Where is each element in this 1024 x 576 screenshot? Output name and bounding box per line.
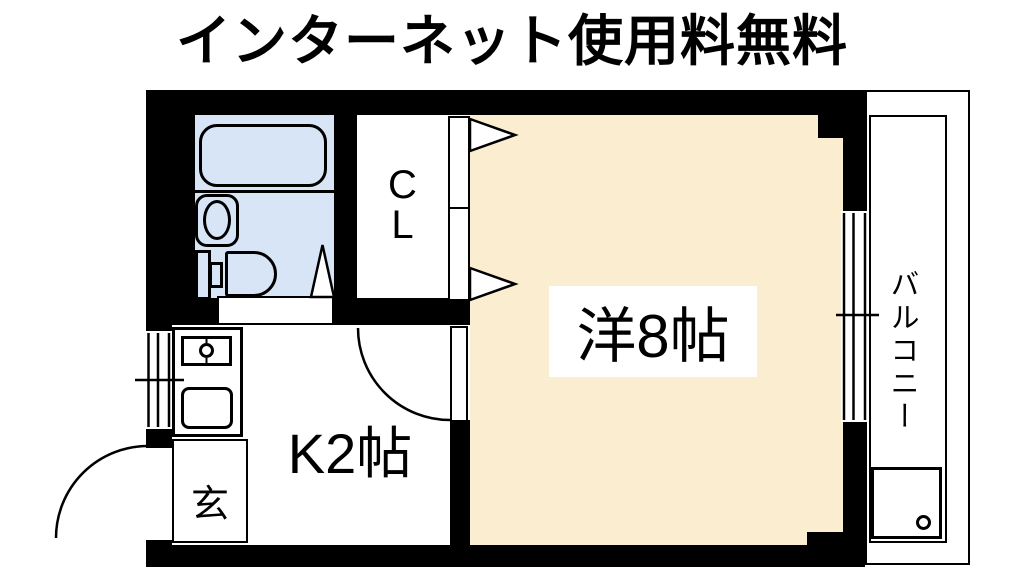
wall-notch-bottom-right [807, 532, 843, 545]
wall-top [146, 90, 865, 115]
wall-right-lower [843, 420, 865, 567]
kitchen-door-leaf [450, 326, 468, 422]
burner-circle [199, 343, 214, 358]
entrance-door-opening [144, 448, 172, 540]
label-entrance: 玄 [190, 483, 229, 526]
wall-bottom [146, 545, 865, 567]
label-kitchen: K2帖 [287, 421, 413, 485]
wall-bath-closet [334, 115, 357, 298]
washbasin-counter [195, 194, 239, 247]
entrance-genkan-box [172, 439, 248, 543]
entrance-door-swing-arc [54, 444, 149, 539]
bathroom-divider-line [195, 190, 334, 193]
page-title: インターネット使用料無料 [175, 10, 848, 72]
bathtub [199, 124, 327, 187]
label-balcony: バルコニー [886, 268, 918, 434]
closet-door-panels [448, 116, 470, 301]
wall-kitchen-room [450, 420, 470, 545]
label-closet: C L [388, 163, 417, 247]
toilet-flush [209, 262, 223, 288]
wall-left-upper [146, 90, 195, 325]
window-right-opening [841, 211, 869, 422]
toilet-bowl [225, 251, 277, 297]
washing-machine-pan [871, 467, 942, 539]
label-western-room: 洋8帖 [549, 286, 757, 377]
bathroom-door-opening [217, 296, 334, 325]
washbasin-bowl [203, 200, 231, 240]
wall-notch-top-right [818, 115, 843, 138]
window-left-opening [144, 331, 172, 429]
kitchen-sink [181, 387, 233, 429]
drain-circle [916, 515, 931, 530]
wall-right-upper [843, 90, 865, 213]
closet-room [357, 115, 448, 298]
